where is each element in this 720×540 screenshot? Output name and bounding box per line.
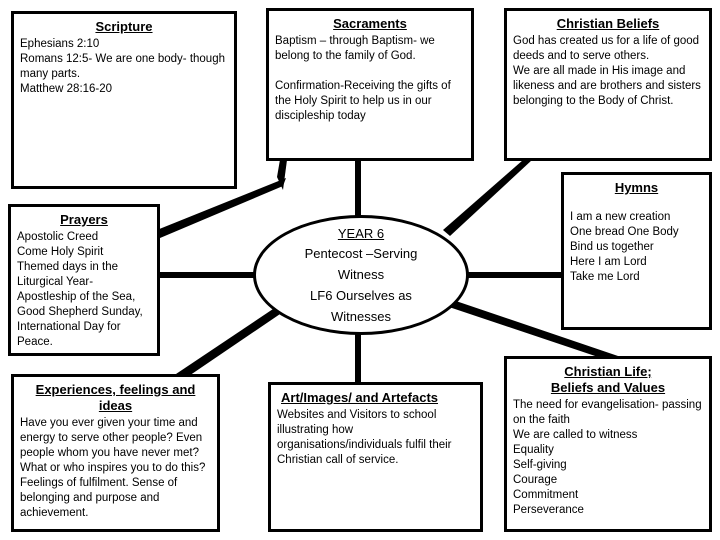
node-experiences[interactable]: Experiences, feelings and ideas Have you…: [11, 374, 220, 532]
node-art-images-title: Art/Images/ and Artefacts: [281, 390, 439, 405]
center-body: Pentecost –Serving Witness LF6 Ourselves…: [304, 245, 418, 324]
connector-art-images: [355, 318, 361, 382]
node-experiences-body: Have you ever given your time and energy…: [20, 417, 206, 519]
node-art-images-body: Websites and Visitors to school illustra…: [277, 409, 452, 466]
node-scripture-title: Scripture: [95, 19, 153, 34]
connector-experiences: [173, 307, 283, 382]
node-experiences-title: Experiences, feelings and ideas: [35, 382, 196, 413]
node-scripture-body: Ephesians 2:10 Romans 12:5- We are one b…: [20, 38, 225, 95]
node-hymns[interactable]: Hymns I am a new creation One bread One …: [561, 172, 712, 330]
node-christian-beliefs[interactable]: Christian Beliefs God has created us for…: [504, 8, 712, 161]
hymns-spacer: [570, 198, 703, 210]
node-christian-beliefs-title: Christian Beliefs: [556, 16, 660, 31]
node-hymns-body: I am a new creation One bread One Body B…: [570, 211, 679, 283]
node-sacraments[interactable]: Sacraments Baptism – through Baptism- we…: [266, 8, 474, 161]
node-sacraments-title: Sacraments: [333, 16, 407, 31]
connector-scripture-arm: [132, 178, 286, 249]
node-christian-life-body: The need for evangelisation- passing on …: [513, 399, 702, 516]
node-art-images[interactable]: Art/Images/ and Artefacts Websites and V…: [268, 382, 483, 532]
node-christian-life-title: Christian Life; Beliefs and Values: [550, 364, 666, 395]
connector-prayers: [160, 272, 256, 278]
node-scripture[interactable]: Scripture Ephesians 2:10 Romans 12:5- We…: [11, 11, 237, 189]
center-title: YEAR 6: [337, 225, 385, 241]
node-center-year6[interactable]: YEAR 6 Pentecost –Serving Witness LF6 Ou…: [253, 215, 469, 335]
node-prayers-title: Prayers: [60, 212, 108, 227]
node-christian-life[interactable]: Christian Life; Beliefs and Values The n…: [504, 356, 712, 532]
node-christian-beliefs-body: God has created us for a life of good de…: [513, 35, 701, 107]
connector-christian-life: [443, 299, 618, 363]
node-hymns-title: Hymns: [614, 180, 659, 195]
node-sacraments-body: Baptism – through Baptism- we belong to …: [275, 35, 451, 122]
node-prayers[interactable]: Prayers Apostolic Creed Come Holy Spirit…: [8, 204, 160, 356]
connector-sacraments: [355, 158, 361, 216]
connector-christian-beliefs: [443, 160, 532, 236]
connector-hymns: [466, 272, 562, 278]
node-prayers-body: Apostolic Creed Come Holy Spirit Themed …: [17, 231, 143, 348]
